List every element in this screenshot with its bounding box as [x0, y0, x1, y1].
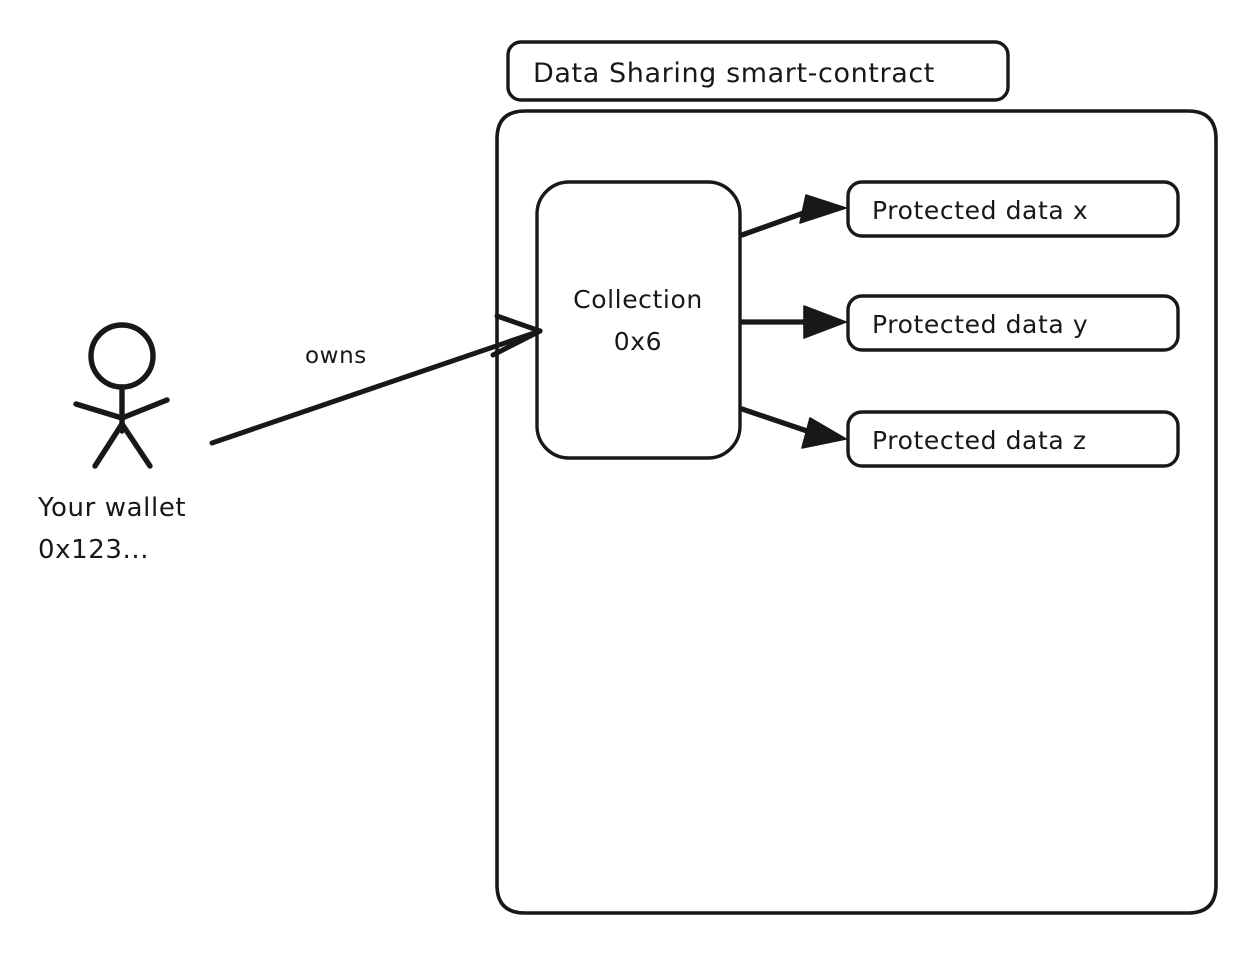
- protected-data-z-node[interactable]: Protected data z: [846, 410, 1180, 468]
- stick-figure-person-icon: [73, 322, 170, 469]
- smart-contract-title-box: Data Sharing smart-contract: [506, 40, 1010, 102]
- collection-node-label-line1: Collection: [573, 285, 703, 314]
- edge-collection-to-protected-data-z: [739, 406, 847, 449]
- wallet-label-line2: 0x123...: [38, 535, 149, 565]
- protected-data-y-label: Protected data y: [872, 310, 1088, 339]
- protected-data-y-node[interactable]: Protected data y: [846, 294, 1180, 352]
- owns-edge-label: owns: [305, 343, 367, 369]
- protected-data-z-label: Protected data z: [872, 426, 1087, 455]
- edge-owns-wallet-to-collection: [209, 313, 543, 446]
- wallet-label: Your wallet 0x123...: [37, 493, 186, 565]
- wallet-label-line1: Your wallet: [37, 493, 186, 523]
- collection-node[interactable]: Collection 0x6: [535, 180, 742, 460]
- protected-data-x-node[interactable]: Protected data x: [846, 180, 1180, 238]
- smart-contract-title-label: Data Sharing smart-contract: [533, 58, 935, 89]
- protected-data-x-label: Protected data x: [872, 196, 1088, 225]
- edge-collection-to-protected-data-x: [739, 194, 847, 238]
- owns-label-text: owns: [305, 343, 367, 369]
- edge-collection-to-protected-data-y: [739, 305, 847, 339]
- collection-node-label-line2: 0x6: [614, 327, 662, 356]
